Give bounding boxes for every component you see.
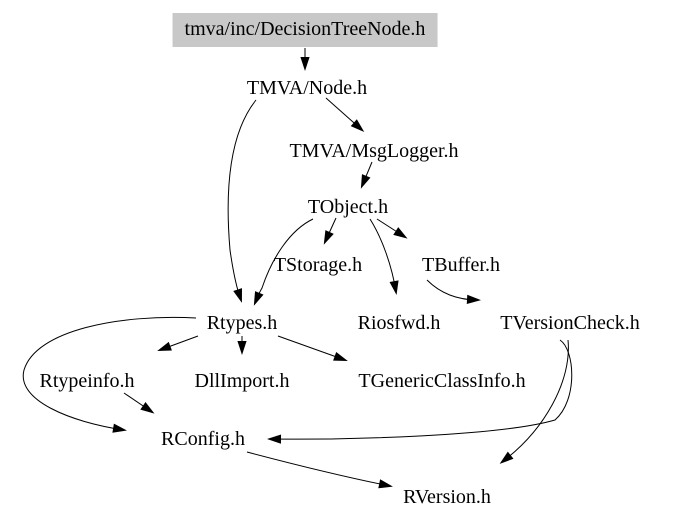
graph-node-rconfig[interactable]: RConfig.h (161, 429, 245, 449)
graph-node-msglogger[interactable]: TMVA/MsgLogger.h (289, 141, 458, 161)
graph-node-root[interactable]: tmva/inc/DecisionTreeNode.h (172, 13, 438, 47)
graph-node-label: RConfig.h (161, 428, 245, 450)
graph-edge-tversioncheck-to-rversion (499, 339, 569, 464)
graph-node-riosfwd[interactable]: Riosfwd.h (358, 313, 441, 333)
edge-arrowhead (237, 341, 247, 355)
graph-edge-rtypes-to-tgenericclass (277, 335, 348, 362)
edge-arrowhead (350, 119, 365, 132)
edge-arrowhead (300, 57, 310, 71)
graph-node-node[interactable]: TMVA/Node.h (247, 78, 367, 98)
graph-node-rversion[interactable]: RVersion.h (403, 487, 491, 507)
graph-edge-tobject-to-riosfwd (369, 218, 399, 295)
graph-edge-rtypes-to-dllimport (237, 336, 247, 355)
edge-arrowhead (157, 341, 172, 352)
graph-node-dllimport[interactable]: DllImport.h (195, 371, 290, 391)
graph-node-label: TMVA/Node.h (246, 77, 368, 99)
edge-arrowhead (360, 174, 371, 189)
edge-arrowhead (466, 294, 481, 304)
graph-edge-root-to-node (300, 48, 310, 71)
graph-node-rtypeinfo[interactable]: Rtypeinfo.h (40, 371, 135, 391)
graph-node-label: Riosfwd.h (357, 312, 441, 334)
graph-edge-rconfig-to-rversion (246, 451, 393, 489)
graph-edge-node-to-rtypes (227, 99, 257, 303)
edge-arrowhead (333, 351, 348, 362)
graph-node-label: RVersion.h (403, 486, 491, 508)
edge-arrowhead (267, 434, 282, 444)
graph-node-label: TStorage.h (273, 254, 363, 276)
graph-node-label: DllImport.h (194, 370, 290, 392)
graph-node-rtypes[interactable]: Rtypes.h (207, 313, 278, 333)
graph-node-label: TVersionCheck.h (500, 312, 640, 334)
edge-arrowhead (140, 402, 155, 414)
graph-edge-rtypeinfo-to-rconfig (123, 392, 155, 414)
graph-node-label: TBuffer.h (422, 254, 500, 276)
graph-node-tgenericclass[interactable]: TGenericClassInfo.h (358, 371, 525, 391)
graph-edge-node-to-msglogger (325, 97, 365, 132)
edge-arrowhead (393, 227, 408, 239)
graph-node-tobject[interactable]: TObject.h (308, 197, 388, 217)
graph-edge-tobject-to-tstorage (323, 217, 337, 245)
graph-node-label: TMVA/MsgLogger.h (289, 140, 459, 162)
edge-arrowhead (323, 230, 334, 245)
graph-node-tbuffer[interactable]: TBuffer.h (422, 255, 500, 275)
graph-edge-msglogger-to-tobject (360, 161, 373, 189)
graph-node-label: Rtypeinfo.h (39, 370, 135, 392)
edge-arrowhead (253, 291, 264, 306)
edge-arrowhead (389, 280, 399, 295)
edge-arrowhead (233, 288, 242, 303)
edge-arrowhead (499, 451, 514, 464)
graph-edge-rtypes-to-rtypeinfo (157, 335, 199, 352)
graph-node-label: Rtypes.h (206, 312, 278, 334)
graph-edge-tobject-to-tbuffer (376, 218, 408, 239)
graph-node-label: TObject.h (307, 196, 389, 218)
graph-node-tstorage[interactable]: TStorage.h (274, 255, 362, 275)
graph-node-label: TGenericClassInfo.h (358, 370, 526, 392)
graph-node-tversioncheck[interactable]: TVersionCheck.h (500, 313, 639, 333)
graph-edge-tbuffer-to-tversioncheck (426, 279, 481, 304)
edge-arrowhead (112, 423, 127, 433)
graph-node-label: tmva/inc/DecisionTreeNode.h (184, 18, 426, 40)
edge-arrowhead (378, 479, 393, 489)
